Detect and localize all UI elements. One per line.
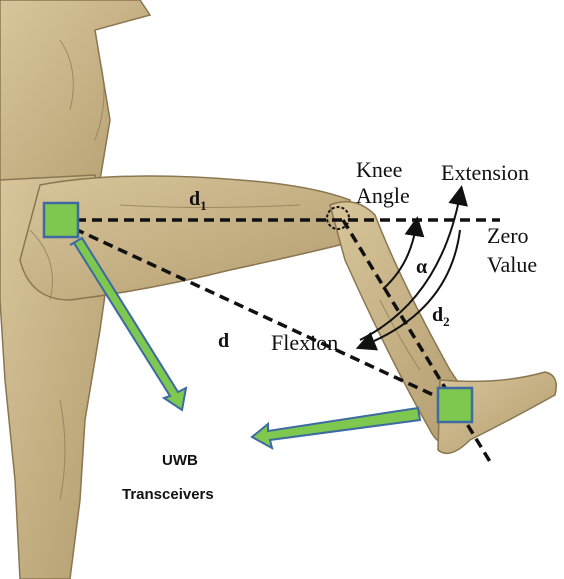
ankle-sensor (438, 388, 472, 422)
flexion-label: Flexion (271, 331, 338, 355)
uwb-label-line2: Transceivers (122, 486, 214, 503)
d1-label-sub: 1 (200, 198, 207, 213)
torso (0, 0, 150, 200)
knee-angle-label-line1: Knee (356, 158, 402, 182)
alpha-label: α (416, 256, 427, 279)
extension-label: Extension (441, 161, 529, 185)
d2-label: d2 (432, 304, 450, 330)
zero-value-label-line2: Value (487, 253, 537, 277)
d1-label: d1 (189, 188, 207, 214)
d-label: d (218, 330, 229, 353)
hip-sensor (44, 203, 78, 237)
d2-label-sub: 2 (443, 314, 450, 329)
zero-value-label-line1: Zero (487, 224, 529, 248)
d2-label-text: d (432, 304, 443, 326)
knee-angle-label-line2: Angle (356, 184, 410, 208)
d1-label-text: d (189, 188, 200, 210)
uwb-label-line1: UWB (162, 452, 198, 469)
arrow-icon (252, 408, 420, 448)
